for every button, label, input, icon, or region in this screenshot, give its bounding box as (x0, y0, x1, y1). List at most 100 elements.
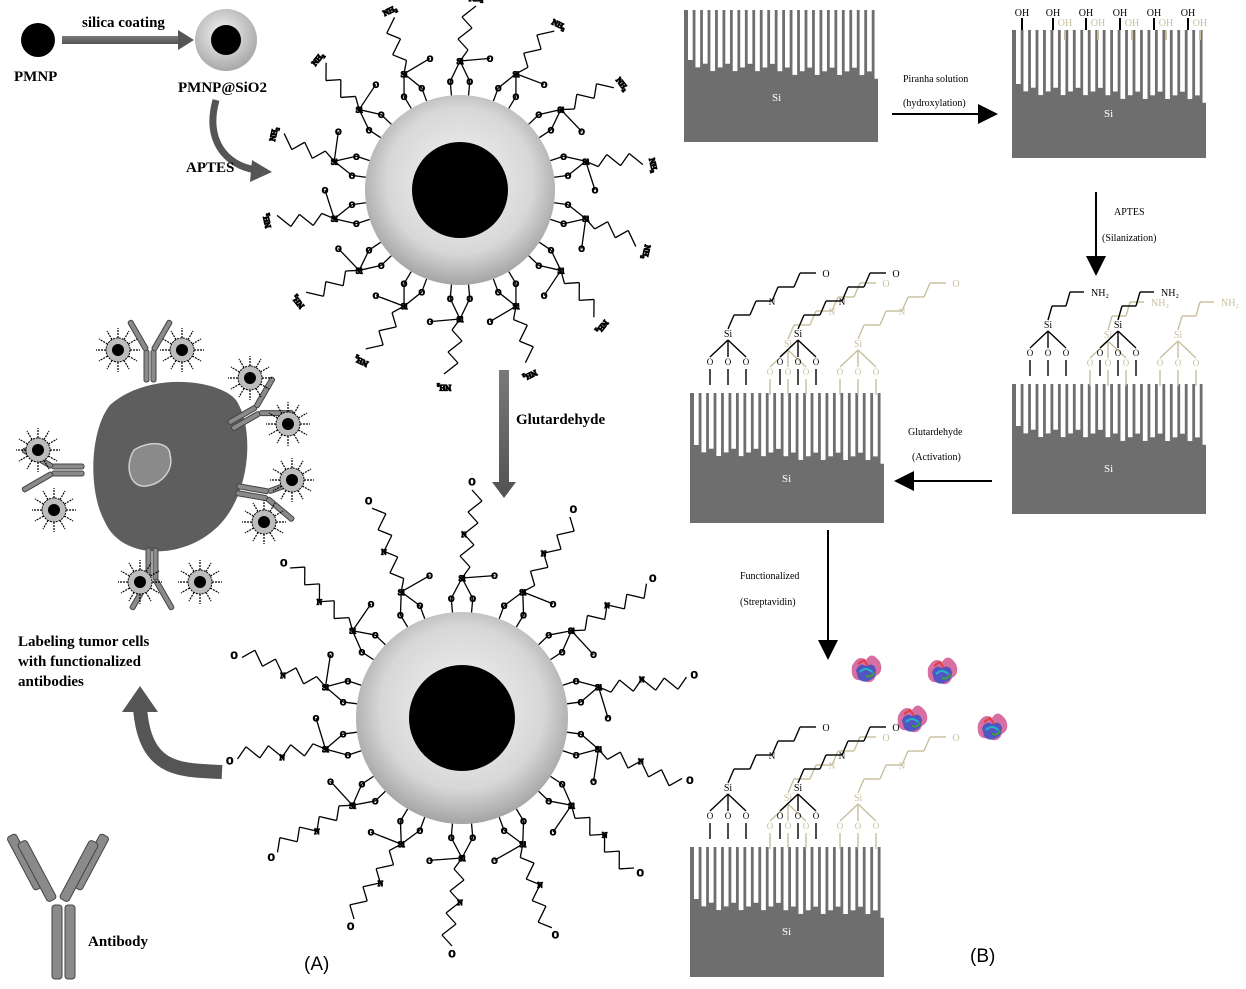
hydroxyl-label: OH (1113, 8, 1127, 19)
np-core (286, 474, 298, 486)
pore-channel (835, 393, 841, 453)
alkyl-chain-segment (276, 214, 292, 228)
pore-channel (1060, 384, 1066, 438)
si-o-bond (727, 793, 747, 812)
surface-oxygen-label: O (1123, 358, 1130, 368)
aldehyde-o-label: O (882, 733, 889, 744)
surface-oxygen-label: O (767, 367, 774, 377)
si-o-bond (566, 731, 582, 735)
pore-channel (701, 847, 707, 907)
alkyl-chain-segment (556, 534, 562, 550)
pore-channel (844, 10, 850, 72)
o-si-bond (358, 249, 370, 271)
alkyl-chain-segment (383, 535, 393, 552)
amine-group-label: NH₂ (437, 383, 452, 392)
alkyl-chain-segment (461, 16, 473, 29)
np-ligand (269, 532, 276, 542)
pore-channel (1120, 384, 1126, 441)
pore-channel (1098, 30, 1103, 88)
alkyl-chain-segment (575, 816, 590, 820)
surface-si-label: Si (784, 339, 793, 350)
alkyl-chain-segment (283, 133, 293, 150)
chain-segment (1107, 315, 1113, 331)
pore-channel (865, 847, 871, 915)
pore-channel (777, 10, 783, 72)
si-o-bond (550, 775, 563, 785)
np-ligand (205, 592, 212, 602)
chain-segment (771, 286, 779, 302)
antibody-legend-icon (7, 833, 109, 980)
chain-segment (797, 768, 805, 784)
chain-segment (901, 750, 909, 766)
surface-oxygen-label: O (777, 811, 784, 821)
imine-nitrogen-label: N (461, 531, 466, 539)
alkyl-chain-segment (378, 330, 384, 346)
pore-channel (708, 847, 714, 903)
pmnp-sio2-label: PMNP@SiO2 (178, 80, 267, 96)
oxygen-atom-label: O (401, 280, 407, 289)
pore-channel (843, 847, 848, 914)
chain-segment (831, 296, 839, 312)
aptes-label: APTES (186, 160, 234, 176)
oxygen-atom-label: O (353, 220, 359, 229)
pmnp-label: PMNP (14, 69, 57, 85)
o-si-bond (351, 783, 363, 806)
np-ligand (98, 338, 108, 345)
alkyl-chain-segment (459, 544, 475, 557)
aldehyde-o-label: O (822, 269, 829, 280)
np-ligand (120, 587, 130, 594)
siloxane-bond (358, 84, 377, 110)
aldehyde-oxygen-label: O (469, 477, 476, 487)
aldehyde-o-label: O (892, 723, 899, 734)
antibody-fab (265, 496, 295, 522)
o-si-bond (399, 591, 402, 616)
o-si-bond (522, 591, 525, 616)
pore-channel (820, 847, 826, 914)
si-o-bond (797, 339, 817, 358)
antibody-icon (127, 319, 173, 383)
antibody-fc (51, 463, 85, 470)
aptes-chain-shell: OOOSiNH₂OOOSiNH₂OOOSiNH₂OOOSiNH₂OOOSiNH₂… (260, 0, 660, 393)
siloxane-bond (592, 749, 600, 782)
pore-channel (695, 10, 701, 68)
o-si-bond (550, 249, 562, 271)
si-o-bond (419, 817, 426, 831)
chain-segment (1135, 291, 1141, 307)
alkyl-chain-segment (289, 566, 305, 569)
alkyl-chain-segment (316, 816, 320, 832)
o-si-bond (325, 680, 349, 688)
antibody-fc (143, 349, 150, 383)
silicon-atom-label: Si (398, 840, 405, 849)
surface-oxygen-label: O (743, 357, 750, 367)
alkyl-chain-segment (400, 578, 405, 592)
o-si-bond (449, 298, 461, 320)
alkyl-chain-segment (316, 676, 326, 688)
pore-channel (880, 847, 886, 918)
amine-group-label: NH₂ (521, 368, 538, 382)
surface-oxygen-label: O (1063, 348, 1070, 358)
imine-n-label: N (769, 297, 776, 307)
oxygen-atom-label: O (401, 92, 407, 101)
aldehyde-oxygen-label: O (687, 775, 694, 785)
alkyl-chain-segment (523, 52, 529, 68)
tumor-cell-nucleus (128, 443, 172, 487)
alkyl-chain-segment (525, 862, 535, 880)
alkyl-chain-segment (589, 833, 605, 836)
oxygen-atom-label: O (372, 797, 378, 806)
alkyl-chain-segment (451, 318, 461, 331)
aptes-np-core (412, 142, 508, 238)
pore-channel (837, 10, 842, 75)
bridge-oxygen-label: O (541, 80, 547, 89)
silicon-atom-label: Si (398, 588, 405, 597)
alkyl-chain-segment (378, 326, 397, 332)
alkyl-chain-segment (607, 221, 616, 239)
np-ligand (18, 438, 28, 445)
oxygen-atom-label: O (495, 288, 501, 297)
alkyl-chain-segment (449, 890, 461, 903)
alkyl-chain-segment (604, 850, 620, 853)
alkyl-chain-segment (648, 769, 662, 778)
alkyl-chain-segment (389, 572, 404, 580)
np-ligand (123, 330, 130, 340)
bridge-oxygen-label: O (579, 245, 585, 254)
